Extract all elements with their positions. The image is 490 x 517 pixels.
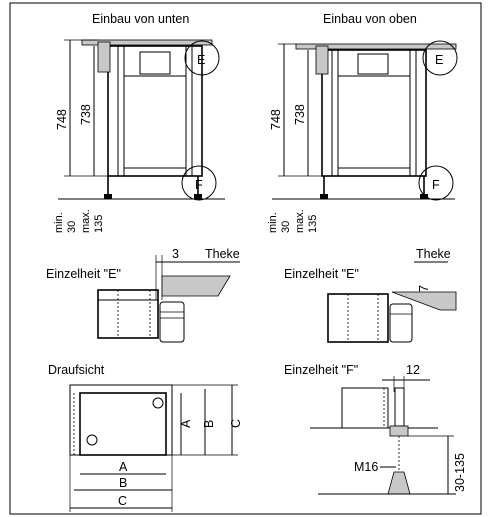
top-view-a-horizontal: A [119,460,128,474]
top-view-body [79,392,167,456]
callout-f-left [181,165,217,201]
top-view-hole-2 [152,397,164,409]
detail-f-title: Einzelheit "F" [284,363,358,377]
top-view-b-vertical: B [202,420,216,428]
min-label-left: min. [53,212,65,233]
hinge-left [159,301,185,343]
top-view-c-vertical: C [229,419,243,428]
view-title-right: Einbau von oben [323,12,417,26]
min-value-right: 30 [280,221,292,233]
detail-e-left: Einzelheit "E" 3 Theke [46,247,240,343]
max-value-right: 135 [307,215,319,233]
drawing-frame [9,2,482,515]
dim-738-left: 738 [79,104,93,125]
callout-f-right [418,165,454,201]
cabinet-side-right-r [409,49,417,177]
top-view-hole-1 [86,434,98,446]
callout-f-right-letter: F [432,178,440,192]
callout-e-right-letter: E [435,53,443,67]
top-view: Draufsicht A B C A B C [48,363,243,512]
foot-pad-left-r [320,194,328,199]
dim-748-right: 748 [269,109,283,130]
detail-e-right-counter: Theke [416,247,451,261]
foot-pad-right-r [420,194,428,199]
detail-f-cabinet [341,387,389,429]
detail-f-screw [394,387,405,427]
callout-e-left [184,40,220,76]
top-bracket [97,41,111,73]
detail-e-left-gap: 3 [172,247,179,261]
cabinet-detail-right [327,293,389,343]
detail-f-nut [389,425,409,437]
callout-e-left-letter: E [197,53,205,67]
cabinet-detail-left [97,289,159,339]
counter-slab-right [391,291,457,311]
callout-f-left-letter: F [195,178,203,192]
max-label-right: max. [294,209,306,233]
counter-top-right [295,43,457,50]
detail-e-right-gap: 7 [417,285,431,292]
hinge-right [389,303,413,343]
max-value-left: 135 [93,215,105,233]
detail-e-left-title: Einzelheit "E" [46,267,121,281]
detail-e-right-title: Einzelheit "E" [284,267,359,281]
dim-738-right: 738 [293,104,307,125]
counter-top-left [81,39,213,46]
min-value-left: 30 [66,221,78,233]
top-view-outer [69,384,173,456]
cabinet-right [321,49,427,177]
cabinet-left [107,45,203,177]
foot-pad-right [194,194,202,199]
detail-f-thread: M16 [354,460,378,474]
detail-e-right: Einzelheit "E" Theke 7 [284,247,457,343]
detail-f-range: 30-135 [453,453,467,492]
max-label-left: max. [80,209,92,233]
cabinet-side-right [185,45,193,177]
dim-748-left: 748 [55,109,69,130]
top-view-b-horizontal: B [119,476,127,490]
callout-e-right [422,40,458,76]
min-label-right: min. [267,212,279,233]
foot-pad-left [104,194,112,199]
top-view-title: Draufsicht [48,363,105,377]
view-installation-from-above: Einbau von oben E F 748 738 min. 30 max.… [267,12,458,233]
cabinet-side-left [117,45,125,177]
detail-f-width: 12 [406,363,420,377]
view-installation-from-below: Einbau von unten E F 748 738 min. [53,12,225,233]
detail-f-foot [387,471,411,495]
cabinet-side-left-r [331,49,339,177]
detail-e-left-counter: Theke [205,247,240,261]
top-module-r [357,53,389,75]
top-view-a-vertical: A [179,419,193,428]
top-module [139,51,171,75]
top-view-c-horizontal: C [118,494,127,508]
view-title-left: Einbau von unten [92,12,189,26]
counter-slab-left [161,275,231,297]
top-bracket-r [315,45,329,75]
detail-f: Einzelheit "F" 12 M16 30-135 [284,363,467,495]
